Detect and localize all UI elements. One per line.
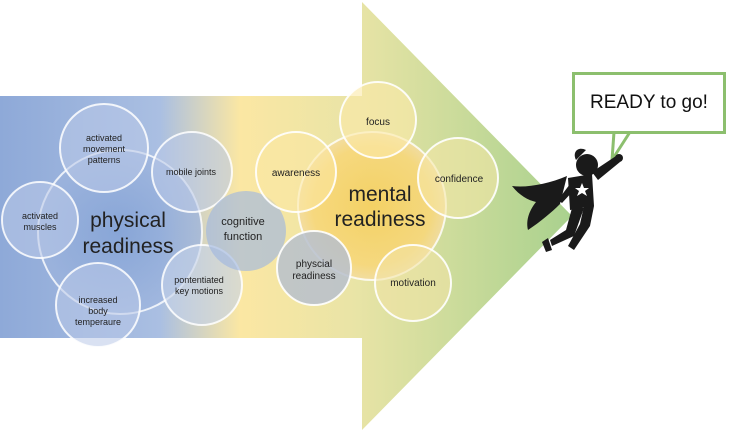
movement-patterns-label-line2: movement: [83, 144, 126, 154]
mobile-joints-circle: [151, 131, 233, 213]
physical-readiness-small-circle: [276, 230, 352, 306]
motivation-label: motivation: [390, 278, 436, 289]
focus-label: focus: [366, 117, 390, 128]
confidence-circle: [417, 137, 499, 219]
body-temperature-label: increased: [78, 295, 117, 305]
focus-circle: [339, 81, 417, 159]
mental-readiness-title-line2: readiness: [334, 208, 425, 231]
body-temperature-label-line2: body: [88, 306, 108, 316]
movement-patterns-label-line3: patterns: [88, 155, 121, 165]
movement-patterns-circle: [59, 103, 149, 193]
physical-readiness-small-label-line2: readiness: [292, 271, 335, 282]
activated-muscles-label-line2: muscles: [23, 222, 57, 232]
key-motions-label: pontentiated: [174, 275, 224, 285]
cognitive-function-label: cognitive: [221, 216, 264, 228]
key-motions-label-line2: key motions: [175, 286, 224, 296]
activated-muscles-label: activated: [22, 211, 58, 221]
confidence-label: confidence: [435, 174, 484, 185]
progress-arrow: [0, 2, 572, 430]
star-emblem-icon: [575, 183, 589, 196]
awareness-circle: [255, 131, 337, 213]
physical-readiness-title-line2: readiness: [82, 235, 173, 258]
physical-readiness-title: physical: [90, 209, 166, 232]
body-temperature-circle: [55, 262, 141, 348]
body-temperature-label-line3: temperaure: [75, 317, 121, 327]
speech-bubble-text: READY to go!: [590, 92, 708, 113]
key-motions-circle: [161, 244, 243, 326]
awareness-label: awareness: [272, 168, 320, 179]
activated-muscles-circle: [1, 181, 79, 259]
mobile-joints-label: mobile joints: [166, 167, 217, 177]
mental-readiness-title: mental: [348, 183, 411, 206]
physical-readiness-small-label: physcial: [296, 259, 332, 270]
cognitive-function-label-line2: function: [224, 231, 263, 243]
movement-patterns-label: activated: [86, 133, 122, 143]
motivation-circle: [374, 244, 452, 322]
speech-bubble: READY to go!: [572, 72, 726, 134]
cognitive-function-circle: [206, 191, 286, 271]
